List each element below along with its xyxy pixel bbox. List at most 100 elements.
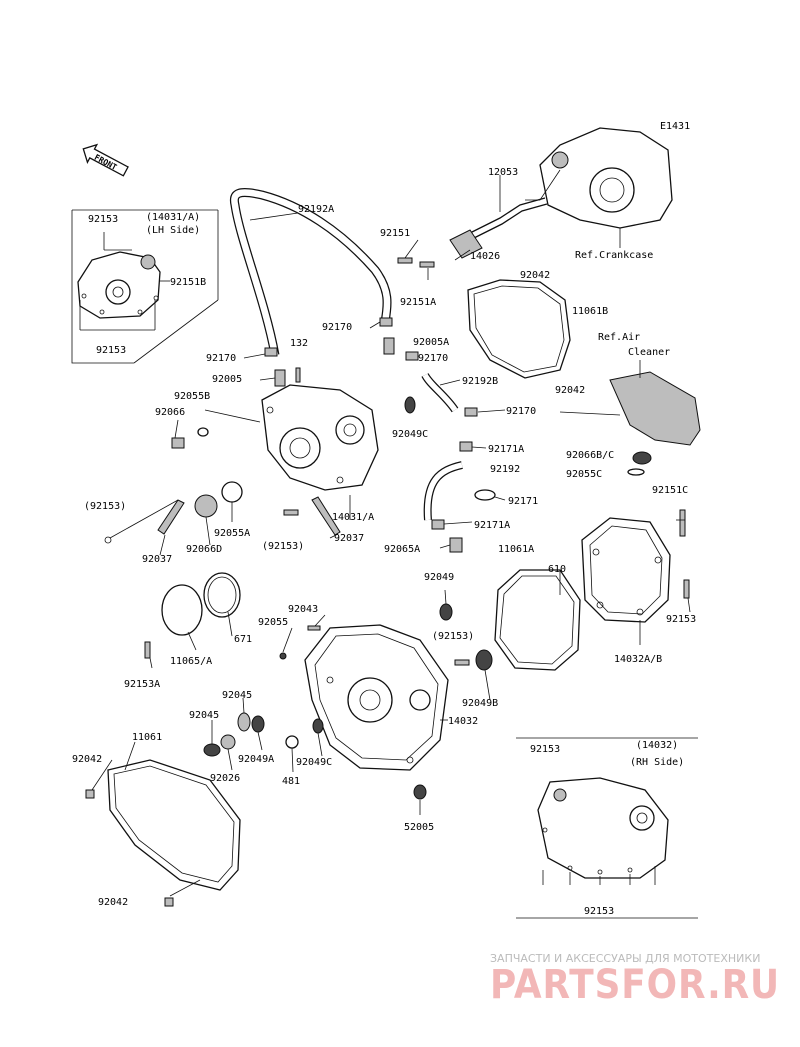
part-label: 92026	[210, 773, 240, 784]
gasket-11061b	[467, 279, 571, 379]
clamp-92170-b	[264, 347, 278, 357]
part-label: 92049C	[392, 429, 428, 440]
part-label: 481	[282, 776, 300, 787]
watermark: ЗАПЧАСТИ И АКСЕССУАРЫ ДЛЯ МОТОТЕХНИКИ PA…	[490, 952, 780, 1008]
fitting-92065a	[449, 537, 463, 553]
part-label: 92037	[334, 533, 364, 544]
part-label: 92045	[222, 690, 252, 701]
part-label: 11061B	[572, 306, 608, 317]
ref-crankcase-label: Ref.Crankcase	[575, 250, 653, 261]
part-label: 92153	[530, 744, 560, 755]
lh-part-label: (14031/A)	[146, 212, 200, 223]
part-label: 92043	[288, 604, 318, 615]
crankcase-reference-drawing	[525, 127, 673, 248]
fitting-92005a	[383, 337, 395, 355]
part-label: 671	[234, 634, 252, 645]
part-label: 92049B	[462, 698, 498, 709]
clamp-92170-a	[379, 317, 393, 327]
part-label: 92151A	[400, 297, 436, 308]
bolt-92151a	[419, 261, 435, 268]
bolt-92153-left	[104, 536, 112, 544]
part-label: 92055B	[174, 391, 210, 402]
clamp-92170-d	[464, 407, 478, 417]
part-label: 92170	[206, 353, 236, 364]
part-label: 92153A	[124, 679, 160, 690]
part-label: 92192B	[462, 376, 498, 387]
bolt-132	[295, 367, 301, 383]
part-label: 14032	[448, 716, 478, 727]
part-label: 14032A/B	[614, 654, 662, 665]
ref-air-label-1: Ref.Air	[598, 332, 640, 343]
part-label: 92042	[520, 270, 550, 281]
part-label: 92055A	[214, 528, 250, 539]
part-label: 92153	[666, 614, 696, 625]
air-cleaner-reference	[609, 360, 701, 446]
clamp-92171	[474, 489, 496, 501]
part-label: 92049C	[296, 757, 332, 768]
part-label: 92170	[322, 322, 352, 333]
part-label: (92153)	[262, 541, 304, 552]
bolt-92151c	[679, 509, 686, 537]
bolt-92153-right	[683, 579, 690, 599]
part-label: (92153)	[432, 631, 474, 642]
part-label: 92066D	[186, 544, 222, 555]
gasket-11065a	[161, 584, 203, 636]
part-label: 610	[548, 564, 566, 575]
part-label: 92055	[258, 617, 288, 628]
part-label: 92005	[212, 374, 242, 385]
part-label: 92192A	[298, 204, 334, 215]
oring-92055a	[221, 481, 243, 503]
part-label: 92171	[508, 496, 538, 507]
pin-92037-a	[157, 499, 185, 535]
watermark-logo: PARTSFOR.RU	[490, 962, 780, 1008]
rh-side-inset: (14032) (RH Side)	[516, 737, 698, 919]
gasket-11061	[107, 759, 241, 891]
seal-92049c	[312, 718, 324, 734]
dowel-92042-a	[85, 789, 95, 799]
bolt-92153-paren	[454, 659, 470, 666]
collar-92026	[220, 734, 236, 750]
part-label: 92171A	[474, 520, 510, 531]
rh-side-label: (RH Side)	[630, 757, 684, 768]
part-label: 92170	[418, 353, 448, 364]
part-label: 92153	[584, 906, 614, 917]
part-label: 92042	[98, 897, 128, 908]
part-label: 92065A	[384, 544, 420, 555]
clamp-92170-c	[405, 351, 419, 361]
part-label: 14031/A	[332, 512, 374, 523]
part-label: 92153	[88, 214, 118, 225]
clutch-cover-14032ab	[581, 517, 671, 623]
watermark-tagline: ЗАПЧАСТИ И АКСЕССУАРЫ ДЛЯ МОТОТЕХНИКИ	[490, 952, 760, 965]
part-label: 92066B/C	[566, 450, 614, 461]
seal-92049b	[475, 649, 493, 671]
part-label: 92042	[555, 385, 585, 396]
part-label: 92171A	[488, 444, 524, 455]
part-label: 11065/A	[170, 656, 212, 667]
part-label: 92151C	[652, 485, 688, 496]
bolt-92151	[397, 257, 413, 264]
part-label: 92151	[380, 228, 410, 239]
part-label: 11061A	[498, 544, 534, 555]
part-label: 92045	[189, 710, 219, 721]
clamp-92171a-b	[431, 519, 445, 530]
part-label: 92066	[155, 407, 185, 418]
lh-crankcase-cover-14031a	[261, 384, 379, 491]
part-label: 92042	[72, 754, 102, 765]
oring-92055c	[627, 468, 645, 476]
part-labels: 92153 92151B 92153 92192A 12053 92151 14…	[72, 167, 696, 917]
bolt-92153a	[144, 641, 151, 659]
lh-side-inset: (14031/A) (LH Side)	[71, 209, 219, 364]
seal-92049a	[251, 715, 265, 733]
oil-pipe-12053	[449, 175, 548, 259]
part-label: 132	[290, 338, 308, 349]
bolt-92153-mid	[283, 509, 299, 516]
pin-92055	[279, 652, 287, 660]
part-label: 11061	[132, 732, 162, 743]
oring-92055b	[197, 427, 209, 437]
part-label: 14026	[470, 251, 500, 262]
part-label: 92005A	[413, 337, 449, 348]
seal-92049	[439, 603, 453, 621]
oring-481	[285, 735, 299, 749]
plug-92066	[171, 437, 185, 449]
pin-92037-b	[311, 496, 341, 536]
